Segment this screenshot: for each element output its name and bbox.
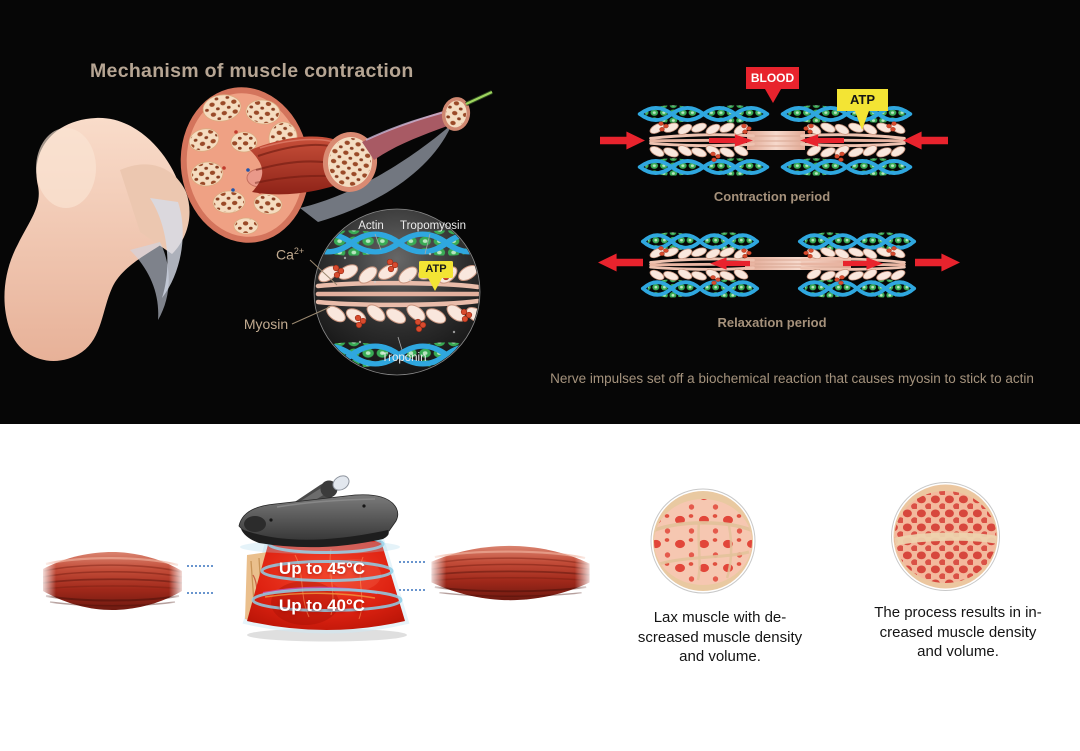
arm-illustration <box>4 117 190 361</box>
atp-label-inset: ATP <box>425 263 447 275</box>
device-body <box>238 494 399 548</box>
ca-leader-line <box>309 259 338 286</box>
tropomyosin-leader-line <box>424 233 431 255</box>
contraction-sarcomere <box>600 60 948 210</box>
left-muscle-illustration <box>40 549 185 613</box>
troponin-leader-line <box>397 336 403 351</box>
page-title: Mechanism of muscle contraction <box>90 60 414 83</box>
heat-device-illustration <box>238 475 400 554</box>
myosin-label: Myosin <box>243 316 289 332</box>
myosin-leader-line <box>291 306 331 325</box>
contraction-period-label: Contraction period <box>713 189 831 204</box>
blood-callout: BLOOD <box>746 67 799 89</box>
outer-arrow-left <box>600 131 645 150</box>
blood-callout-pointer <box>765 89 781 103</box>
atp-callout: ATP <box>837 89 888 111</box>
myofibril-cross-section <box>441 97 471 131</box>
outer-arrow-right <box>903 131 948 150</box>
arm-muscle-illustration <box>4 87 493 361</box>
dense-muscle-caption: The process results in in- creased muscl… <box>874 604 1042 660</box>
lax-muscle-caption: Lax muscle with de- screased muscle dens… <box>637 609 803 665</box>
tropomyosin-label: Tropomyosin <box>399 220 467 232</box>
device-panel: Up to 45°C Up to 40°C <box>0 424 1080 751</box>
contraction-figure: BLOOD ATP Contraction period <box>595 60 1065 210</box>
dense-muscle-photo <box>891 482 1000 591</box>
dotted-connector <box>399 561 425 563</box>
dotted-connector <box>399 589 425 591</box>
actin-label: Actin <box>358 220 384 232</box>
temp-label-40: Up to 40°C <box>278 596 366 615</box>
outer-arrow-left <box>598 253 643 272</box>
sarcomere-inset-circle <box>291 208 481 376</box>
calcium-label: Ca2+ <box>276 246 305 263</box>
right-muscle-illustration <box>428 543 593 603</box>
heat-cone-illustration <box>242 525 410 642</box>
nerve-impulse-footnote: Nerve impulses set off a biochemical rea… <box>550 370 1034 386</box>
lax-muscle-photo <box>650 488 756 594</box>
fascicle-cross-section <box>322 132 378 192</box>
temp-label-45: Up to 45°C <box>278 559 366 578</box>
fascia-sheath <box>300 124 452 222</box>
atp-callout-pointer <box>855 111 869 130</box>
nerve-ending-tip <box>465 90 493 106</box>
muscle-cross-section <box>180 87 310 243</box>
dotted-connector <box>187 565 213 567</box>
actin-leader-line <box>374 233 382 251</box>
mechanism-panel: Mechanism of muscle contraction <box>0 0 1080 424</box>
atp-callout-inset <box>419 261 453 291</box>
dotted-connector <box>187 592 213 594</box>
relaxation-period-label: Relaxation period <box>717 315 827 330</box>
sarcomere-inset: Actin Tropomyosin Troponin ATP Ca2+ Myos… <box>240 190 500 396</box>
relaxation-sarcomere <box>598 230 960 300</box>
troponin-label: Troponin <box>381 352 427 364</box>
outer-arrow-right <box>915 253 960 272</box>
relaxation-figure: Relaxation period <box>595 215 1065 340</box>
